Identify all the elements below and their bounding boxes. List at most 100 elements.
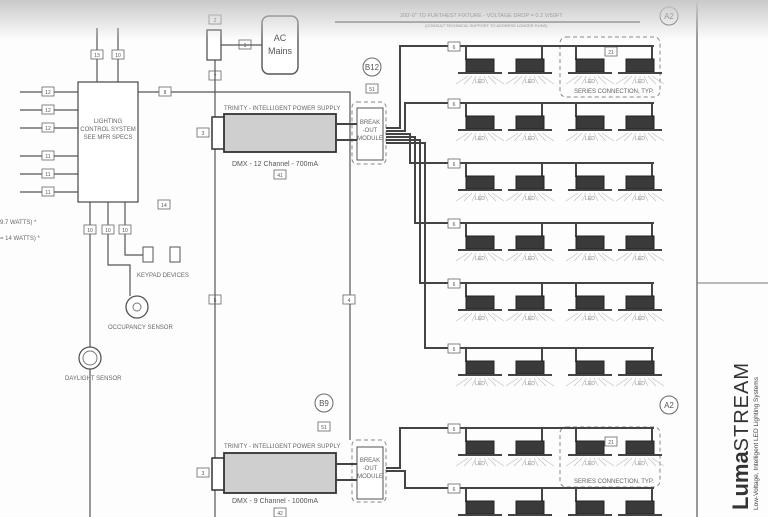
fixture-housing [515,175,545,190]
keypad-devices-label: KEYPAD DEVICES [137,273,189,279]
wire-tag-label: 6 [453,102,456,108]
light-ray [533,457,539,467]
wire-tag-label: 6 [453,162,456,168]
led-fixture: LED [505,440,555,467]
fixture-housing [515,360,545,375]
fixture-label: LED [525,79,535,85]
light-ray [487,377,497,387]
light-ray [593,312,599,322]
light-ray [623,192,633,202]
fixture-label: LED [525,316,535,322]
light-ray [463,252,473,262]
light-ray [597,75,607,85]
fixture-cable [386,133,654,177]
wire-tag: 6 [447,423,461,434]
wire-tag: 21 [604,436,618,447]
wire-tag: 6 [447,41,461,52]
light-ray [623,252,633,262]
light-ray [541,312,555,322]
light-ray [505,192,519,202]
fixture-housing [515,500,545,515]
wire-tag: 10 [118,224,132,235]
fixture-housing [625,235,655,250]
wire-tag-label: 6 [453,282,456,288]
light-ray [487,75,497,85]
light-ray [631,132,637,142]
light-ray [483,75,489,85]
light-ray [623,312,633,322]
light-ray [541,377,555,387]
led-fixture: LED [615,175,665,202]
light-ray [597,132,607,142]
light-ray [521,75,527,85]
wire-tag-label: 11 [45,154,50,160]
light-ray [597,457,607,467]
led-fixture: LED [615,295,665,322]
light-ray [631,75,637,85]
light-ray [491,75,505,85]
wire-tag: 12 [41,104,55,115]
light-ray [651,132,665,142]
light-ray [487,312,497,322]
fixture-housing [465,175,495,190]
wire-tag: 51 [365,83,379,94]
light-ray [601,192,615,202]
wire-tag-label: 21 [608,50,614,56]
wire-tag-label: 3 [202,471,205,477]
light-ray [581,377,587,387]
led-fixture: LED [455,175,505,202]
power-supply-1-spec: DMX - 12 Channel - 700mA [232,161,318,168]
wire-tag-label: 51 [321,425,327,431]
light-ray [647,132,657,142]
wire-tag-label: 14 [161,203,167,209]
light-ray [537,192,547,202]
keypad-device [142,246,154,263]
light-ray [651,377,665,387]
light-ray [533,75,539,85]
light-ray [615,457,629,467]
wire-tag-label: 4 [348,298,351,304]
wire-tag-label: 6 [453,487,456,493]
light-ray [471,252,477,262]
light-ray [601,312,615,322]
fixture-cable [386,45,654,129]
light-ray [643,75,649,85]
light-ray [565,75,579,85]
fixture-housing [575,440,605,455]
light-ray [521,312,527,322]
fixture-label: LED [525,196,535,202]
led-fixture: LED [455,235,505,262]
wire-tag-label: 10 [122,228,128,234]
light-ray [651,457,665,467]
light-ray [455,192,469,202]
light-ray [541,192,555,202]
light-ray [623,377,633,387]
light-ray [513,457,523,467]
fixture-label: LED [585,136,595,142]
light-ray [487,252,497,262]
fixture-housing [625,500,655,515]
light-ray [505,75,519,85]
control-system-label: LIGHTING [94,119,123,125]
wire-tag: 12 [41,86,55,97]
wire-tag: 6 [447,98,461,109]
fixture-label: LED [635,461,645,467]
control-system-label: SEE MFR SPECS [84,135,133,141]
breakout-label: -OUT [363,466,378,472]
light-ray [521,252,527,262]
light-ray [565,192,579,202]
light-ray [631,252,637,262]
fixture-housing [575,500,605,515]
light-ray [537,132,547,142]
breakout-module-2 [356,446,384,500]
light-ray [615,377,629,387]
light-ray [505,377,519,387]
light-ray [455,252,469,262]
wire-tag-label: 10 [87,228,93,234]
wire-tag: 2 [208,14,222,25]
logo-tagline: Low-Voltage, Intelligent LED Lighting Sy… [753,376,760,510]
wire-tag-label: 13 [94,53,100,59]
wire-tag-label: 6 [453,427,456,433]
fixture-housing [575,58,605,73]
fixture-label: LED [585,316,595,322]
